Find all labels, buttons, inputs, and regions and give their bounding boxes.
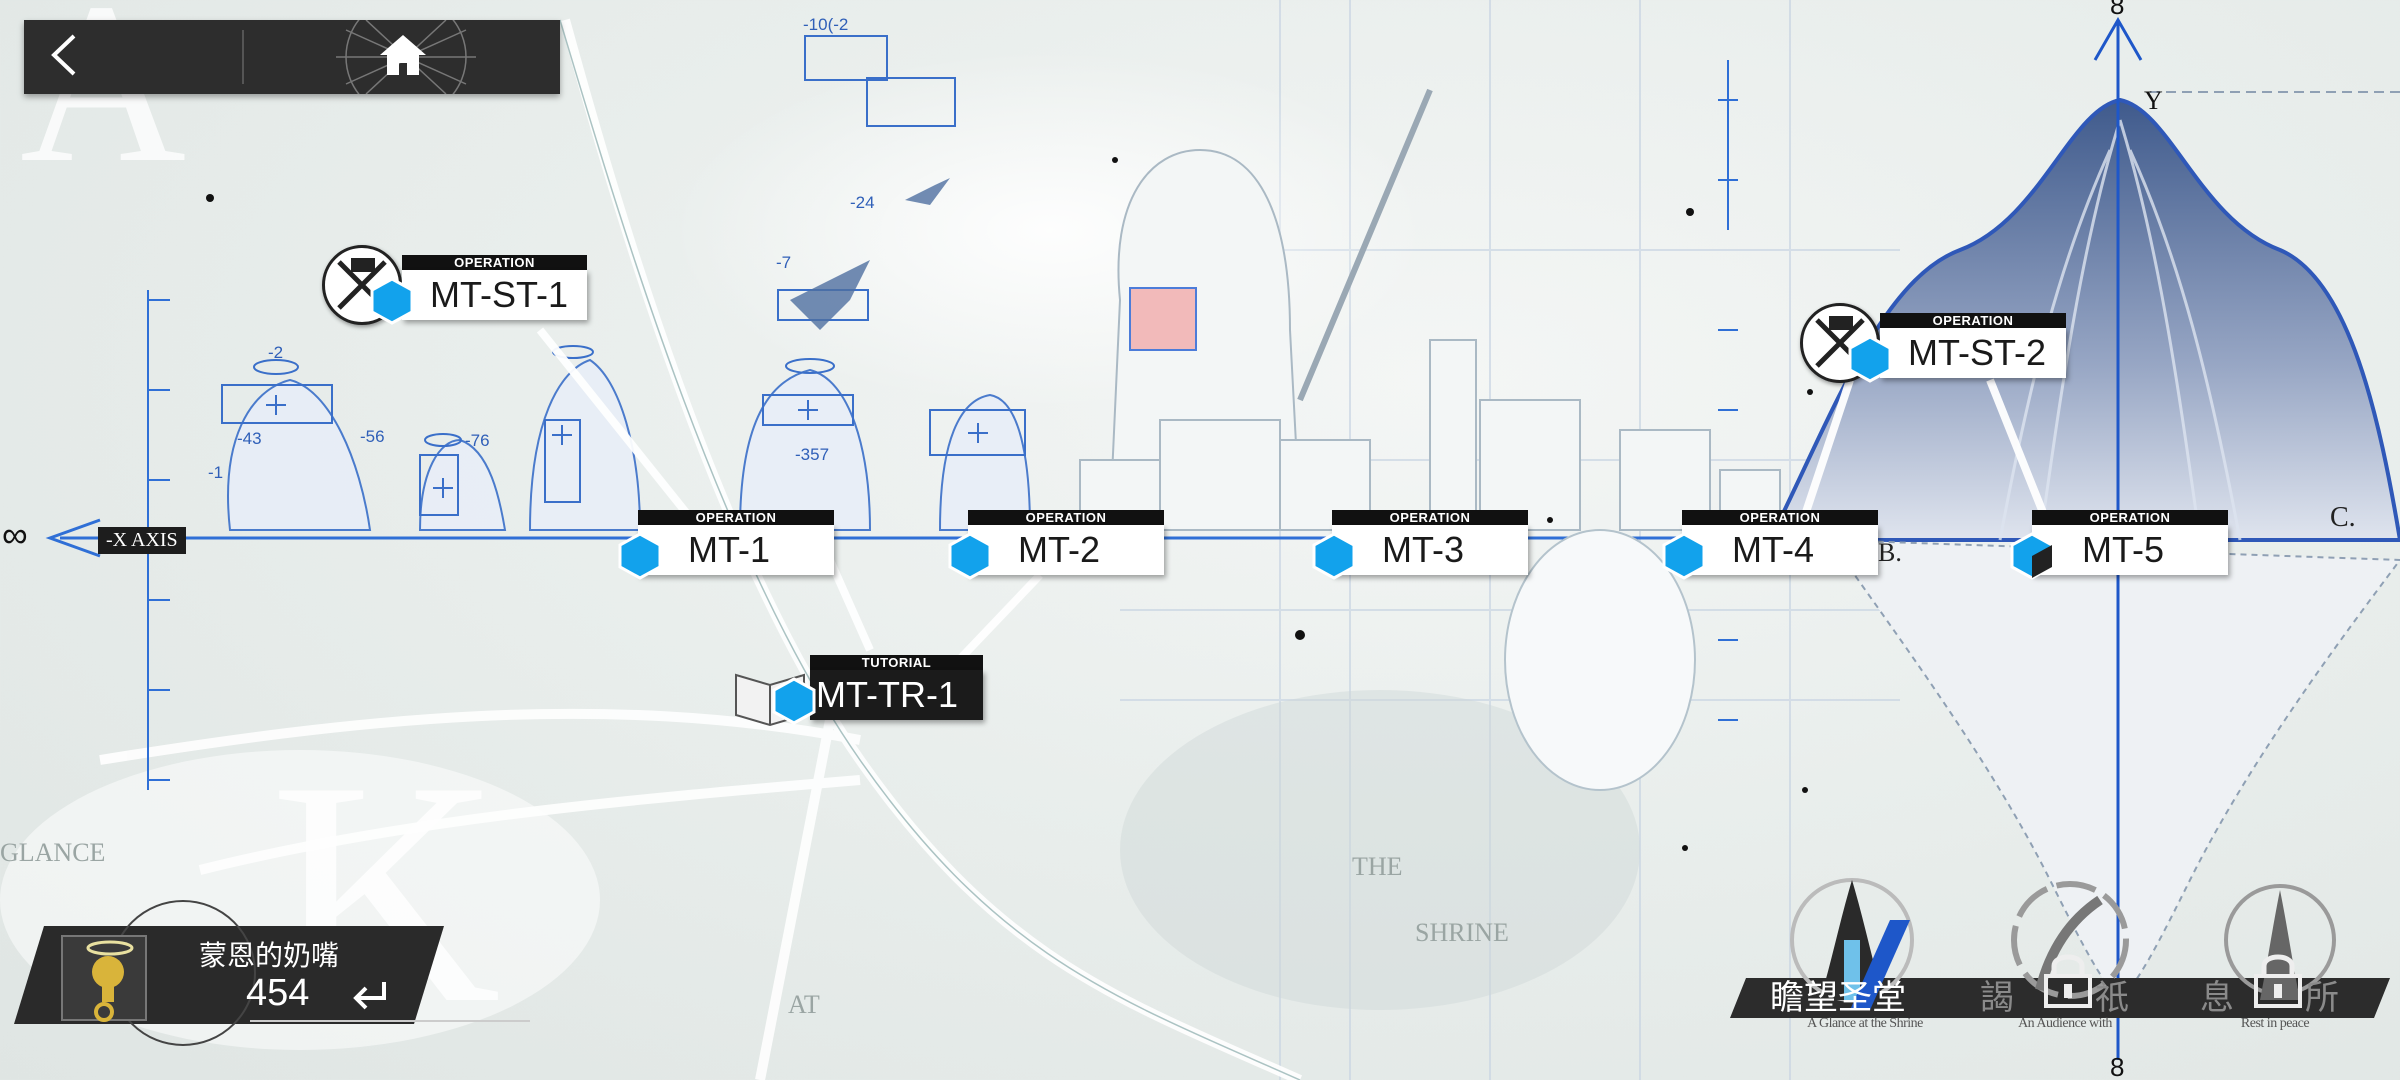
- episode-a-glance-at-the-shrine[interactable]: 瞻望圣堂 A Glance at the Shrine: [1730, 860, 1940, 1060]
- currency-panel: 蒙恩的奶嘴 454: [14, 900, 530, 1046]
- cube-icon: [2010, 532, 2054, 580]
- deco-at: AT: [788, 990, 820, 1019]
- stage-code: MT-3: [1332, 525, 1528, 575]
- back-button[interactable]: [24, 20, 242, 94]
- point-b-label: B.: [1878, 538, 1902, 567]
- y-axis-bottom-mark: 8: [2110, 1052, 2125, 1080]
- stage-node-mt-tr-1[interactable]: TUTORIAL MT-TR-1: [730, 655, 983, 727]
- stage-tag: OPERATION: [968, 510, 1164, 525]
- episode-switcher: 瞻望圣堂 A Glance at the Shrine 謁 祇 An Audie…: [1730, 860, 2390, 1075]
- hexagon-icon: [948, 532, 992, 580]
- svg-text:-56: -56: [360, 427, 385, 446]
- episode-title: 謁: [1980, 979, 2014, 1017]
- episode-rest-in-peace[interactable]: 息 所 Rest in peace: [2170, 860, 2380, 1060]
- episode-subtitle: Rest in peace: [2240, 1016, 2310, 1031]
- svg-text:-357: -357: [795, 445, 829, 464]
- stage-node-mt-2[interactable]: OPERATION MT-2: [946, 510, 1164, 580]
- nav-divider: [242, 30, 244, 84]
- svg-text:-43: -43: [237, 429, 262, 448]
- svg-text:-76: -76: [465, 431, 490, 450]
- point-c-label: C.: [2330, 502, 2356, 533]
- stage-node-mt-3[interactable]: OPERATION MT-3: [1310, 510, 1528, 580]
- currency-name: 蒙恩的奶嘴: [199, 940, 340, 971]
- episode-subtitle: A Glance at the Shrine: [1807, 1016, 1923, 1031]
- hexagon-icon: [370, 277, 414, 325]
- deco-glance: GLANCE: [0, 838, 106, 867]
- home-icon: [378, 33, 428, 82]
- return-arrow-icon[interactable]: [352, 980, 390, 1010]
- lock-icon: [2254, 954, 2302, 1008]
- hexagon-icon: [1312, 532, 1356, 580]
- episode-title-right: 祇: [2095, 979, 2129, 1017]
- stage-tag: OPERATION: [1880, 313, 2066, 328]
- pacifier-icon: [61, 935, 147, 1022]
- svg-text:-2: -2: [268, 343, 283, 362]
- stage-code: MT-2: [968, 525, 1164, 575]
- svg-text:-10(-2: -10(-2: [803, 15, 848, 34]
- episode-title: 瞻望圣堂: [1770, 979, 1906, 1017]
- stage-node-mt-5[interactable]: OPERATION MT-5: [2008, 510, 2228, 580]
- chevron-left-icon: [46, 30, 82, 85]
- deco-shrine: SHRINE: [1415, 918, 1509, 947]
- stage-code: MT-4: [1682, 525, 1878, 575]
- stage-code: MT-TR-1: [810, 670, 983, 720]
- y-axis-top-mark: 8: [2110, 0, 2125, 20]
- stage-tag: TUTORIAL: [810, 655, 983, 670]
- stage-node-mt-1[interactable]: OPERATION MT-1: [616, 510, 834, 580]
- hexagon-icon: [1662, 532, 1706, 580]
- deco-the: THE: [1352, 852, 1403, 881]
- lock-icon: [2044, 954, 2092, 1008]
- episode-subtitle: An Audience with: [2018, 1016, 2112, 1031]
- x-axis-label: -X AXIS: [98, 527, 186, 554]
- infinity-mark: ∞: [2, 514, 28, 555]
- shrine-icon: [1790, 878, 1914, 1010]
- stage-code: MT-5: [2032, 525, 2228, 575]
- svg-text:-1: -1: [208, 463, 223, 482]
- stage-code: MT-ST-1: [402, 270, 587, 320]
- stage-tag: OPERATION: [402, 255, 587, 270]
- stage-tag: OPERATION: [2032, 510, 2228, 525]
- stage-tag: OPERATION: [638, 510, 834, 525]
- episode-title: 息: [2200, 979, 2234, 1017]
- hexagon-icon: [1848, 335, 1892, 383]
- home-button[interactable]: [246, 20, 560, 94]
- svg-text:-24: -24: [850, 193, 875, 212]
- stage-node-mt-4[interactable]: OPERATION MT-4: [1660, 510, 1878, 580]
- stage-node-mt-st-1[interactable]: OPERATION MT-ST-1: [322, 245, 587, 325]
- currency-amount: 454: [246, 972, 310, 1014]
- episode-an-audience-with[interactable]: 謁 祇 An Audience with: [1960, 860, 2170, 1060]
- svg-text:-7: -7: [776, 253, 791, 272]
- top-nav-bar: [24, 20, 560, 94]
- stage-tag: OPERATION: [1682, 510, 1878, 525]
- stage-tag: OPERATION: [1332, 510, 1528, 525]
- stage-code: MT-1: [638, 525, 834, 575]
- y-axis-label: Y: [2144, 86, 2163, 115]
- hexagon-icon: [772, 677, 816, 725]
- currency-underline: [250, 1020, 530, 1022]
- episode-title-right: 所: [2305, 979, 2339, 1017]
- stage-node-mt-st-2[interactable]: OPERATION MT-ST-2: [1800, 303, 2066, 383]
- stage-code: MT-ST-2: [1880, 328, 2066, 378]
- hexagon-icon: [618, 532, 662, 580]
